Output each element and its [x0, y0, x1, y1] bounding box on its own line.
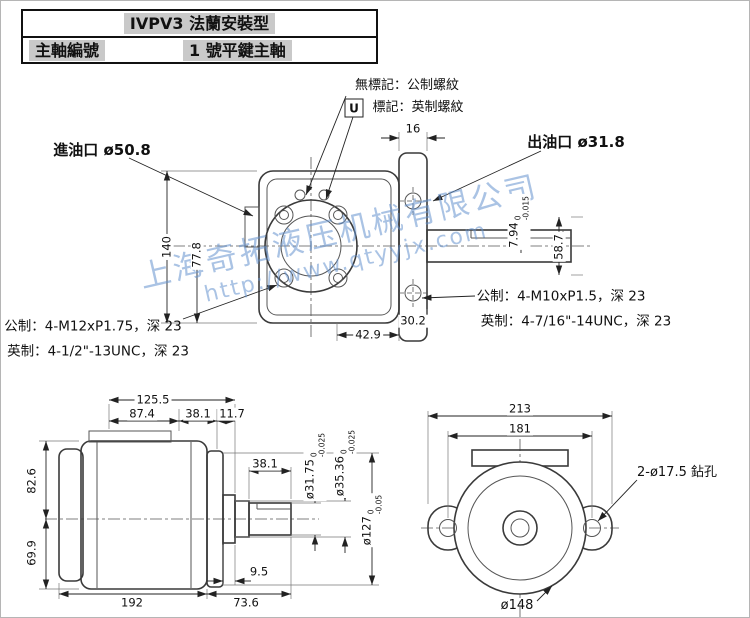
dim-73-6: 73.6: [231, 595, 261, 610]
dim-38-1-shaft: 38.1: [250, 456, 280, 471]
dim-69-9: 69.9: [24, 538, 39, 568]
thread-note-left-imperial: 英制：4-1/2"-13UNC，深 23: [7, 343, 189, 360]
drill-holes-label: 2-ø17.5 鉆孔: [637, 464, 717, 480]
dim-77-8: 77.8: [189, 240, 204, 270]
inlet-port-label: 進油口 ø50.8: [53, 140, 151, 159]
flange-view-drawing: [421, 439, 619, 617]
title-row: IVPV3 法蘭安裝型: [23, 11, 376, 38]
dim-42-9: 42.9: [353, 327, 383, 342]
front-view-drawing: [173, 152, 591, 342]
side-view-dimensions: [39, 396, 379, 599]
dim-30-2: 30.2: [398, 313, 428, 328]
outlet-port-label: 出油口 ø31.8: [527, 132, 625, 151]
dim-125-5: 125.5: [134, 392, 172, 407]
dim-148: ø148: [500, 597, 534, 613]
shaft-row: 主軸編號 1 號平鍵主軸: [23, 38, 376, 62]
dim-38-1-top: 38.1: [183, 406, 213, 421]
dim-181: 181: [507, 421, 533, 436]
title-block: IVPV3 法蘭安裝型 主軸編號 1 號平鍵主軸: [21, 9, 378, 64]
dim-11-7: 11.7: [217, 406, 247, 421]
dim-87-4: 87.4: [127, 406, 157, 421]
dim-127-tolerance: 0-0.05: [366, 494, 384, 515]
dim-31-75-tolerance: 0-0.025: [309, 432, 327, 458]
shaft-number-value: 1 號平鍵主軸: [183, 39, 292, 61]
dim-213: 213: [507, 401, 533, 416]
thread-note-left-metric: 公制：4-M12xP1.75，深 23: [4, 318, 182, 335]
thread-note-right-metric: 公制：4-M10xP1.5，深 23: [476, 288, 646, 305]
dim-82-6: 82.6: [24, 466, 39, 496]
dim-7-94-tolerance: 0-0.015: [513, 196, 531, 221]
u-mark-letter: U: [349, 101, 359, 115]
note-metric-thread: 無標記：公制螺紋: [354, 77, 460, 93]
u-mark-box: U: [344, 98, 364, 118]
dim-140: 140: [159, 234, 174, 260]
page-title: IVPV3 法蘭安裝型: [123, 13, 276, 34]
dim-35-36-tolerance: 0-0.025: [339, 429, 357, 455]
dim-192: 192: [119, 595, 145, 610]
dim-16: 16: [403, 121, 423, 136]
dim-9-5: 9.5: [247, 564, 271, 579]
shaft-number-label: 主軸編號: [29, 39, 106, 61]
side-view-drawing: [45, 430, 319, 590]
dim-58-7: 58.7: [551, 232, 566, 262]
flange-view-dimensions: [427, 411, 638, 602]
note-imperial-thread: 標記：英制螺紋: [372, 99, 464, 115]
thread-note-right-imperial: 英制：4-7/16"-14UNC，深 23: [480, 313, 672, 330]
leader-lines: [128, 95, 542, 320]
